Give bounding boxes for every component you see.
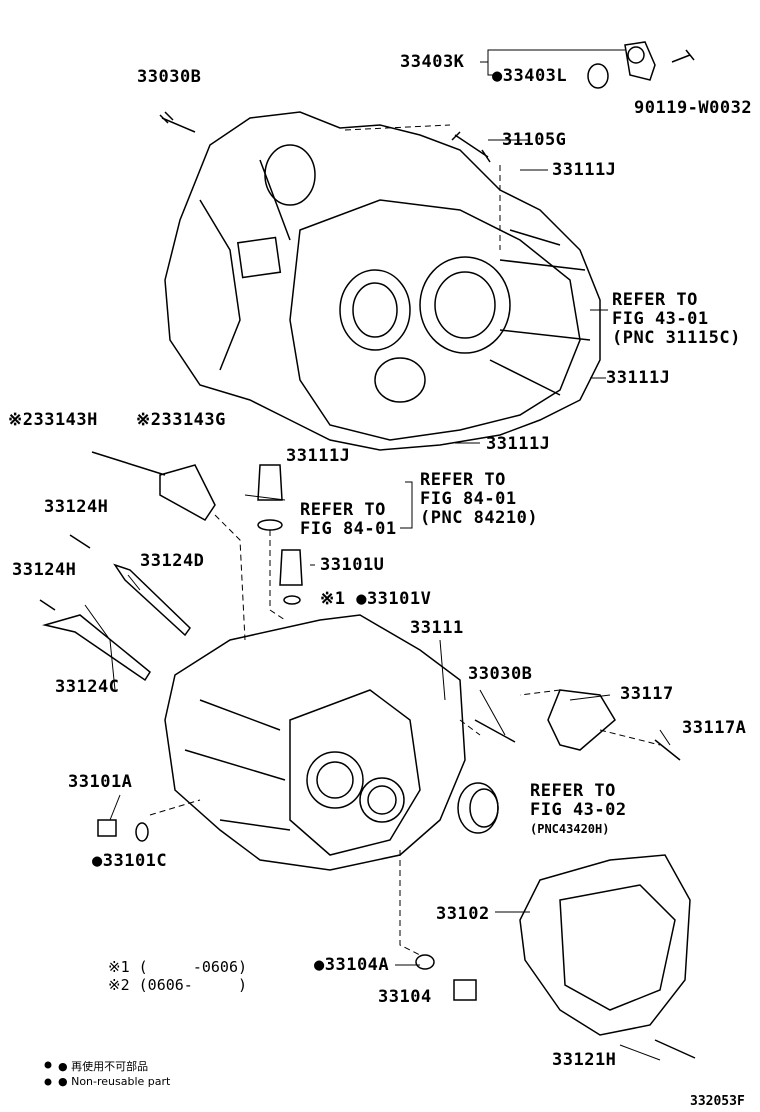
label-33124H-2: 33124H [12,560,77,580]
refer-fig43-01-line1: REFER TO [612,290,698,310]
label-33111J-2: 33111J [606,368,671,388]
refer-fig43-02-line1: REFER TO [530,781,616,801]
guides-33124 [39,534,191,682]
figure-id: 332053F [690,1094,745,1109]
label-33121H: 33121H [552,1050,617,1070]
label-33101C: ●33101C [92,851,168,871]
non-reusable-dots [44,1061,52,1086]
label-33030B-mid: 33030B [468,664,533,684]
label-33030B-top: 33030B [137,67,202,87]
bolt-31105G [451,131,491,163]
refer-fig43-02-line3: (PNC43420H) [530,822,610,836]
label-90119-W0032: 90119-W0032 [634,98,753,118]
bracket-33143G [91,451,216,521]
legend-en: ● Non-reusable part [58,1075,171,1088]
label-33101V: ※1 ●33101V [320,589,432,609]
label-33124D: 33124D [140,551,205,571]
note-2: ※2 (0606- ) [108,976,247,994]
switch-parts [257,464,303,605]
refer-fig84-b-line2: FIG 84-01 [300,519,397,539]
bracket-33403K [587,41,695,89]
label-33111J-3: 33111J [486,434,551,454]
label-33101A: 33101A [68,772,133,792]
cover-33102 [519,854,691,1036]
transmission-case-drawing [164,111,601,451]
refer-fig43-01-line2: FIG 43-01 [612,309,709,329]
refer-fig84-a-line1: REFER TO [420,470,506,490]
transaxle-housing-drawing [164,614,466,871]
label-33111J-1: 33111J [552,160,617,180]
label-33117A: 33117A [682,718,747,738]
label-33104: 33104 [378,987,432,1007]
label-33101U: 33101U [320,555,385,575]
refer-fig43-01-line3: (PNC 31115C) [612,328,741,348]
label-33403L: ●33403L [492,66,568,86]
refer-fig84-a-line2: FIG 84-01 [420,489,517,509]
label-33111: 33111 [410,618,464,638]
bolt-33030B-top [159,111,196,133]
label-33143H: ※233143H [8,410,98,430]
bracket-33117 [547,689,681,761]
label-33104A: ●33104A [314,955,390,975]
label-33124H-1: 33124H [44,497,109,517]
label-33143G: ※233143G [136,410,226,430]
note-1: ※1 ( -0606) [108,958,247,976]
label-33117: 33117 [620,684,674,704]
refer-fig84-b-line1: REFER TO [300,500,386,520]
legend-jp: ● 再使用不可部品 [58,1060,149,1073]
label-31105G: 31105G [502,130,567,150]
bolts-lower [97,719,696,1059]
label-33111J-4: 33111J [286,446,351,466]
label-33124C: 33124C [55,677,120,697]
label-33102: 33102 [436,904,490,924]
refer-fig84-a-line3: (PNC 84210) [420,508,539,528]
label-33403K: 33403K [400,52,465,72]
seal-part [457,782,499,834]
refer-fig43-02-line2: FIG 43-02 [530,800,627,820]
